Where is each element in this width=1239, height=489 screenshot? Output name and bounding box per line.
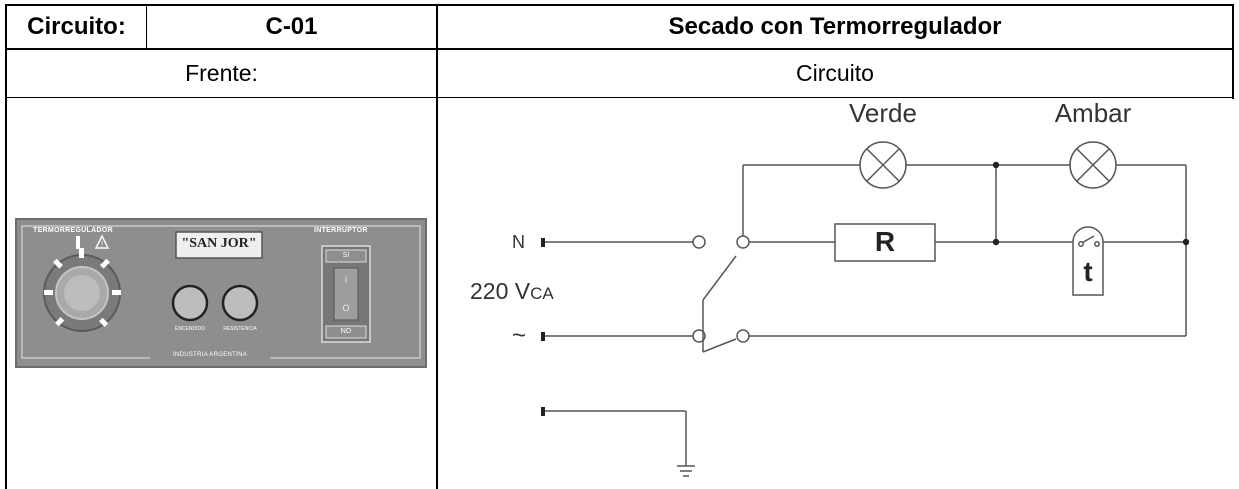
panel-footer-label: INDUSTRIA ARGENTINA	[172, 352, 248, 358]
phase-terminal-label: ~	[512, 322, 527, 349]
switch-mark-on: I	[344, 275, 348, 285]
resistor-label: R	[874, 226, 896, 257]
svg-text:!: !	[101, 240, 103, 249]
panel-switch-label: INTERRUPTOR	[314, 227, 368, 234]
thermostat-label: t	[1083, 256, 1093, 287]
supply-voltage-label: 220 VCA	[470, 278, 554, 305]
neutral-terminal-label: N	[512, 232, 525, 252]
supply-voltage-unit: CA	[530, 284, 554, 303]
panel-brand-text: "SAN JOR"	[181, 236, 257, 251]
thermostat-scale-marks	[44, 248, 121, 327]
panel-thermostat-label: TERMORREGULADOR	[33, 227, 113, 234]
pilot-lamp-encendido	[171, 284, 209, 322]
front-label: Frente:	[185, 60, 258, 86]
table-border-right	[1232, 4, 1234, 99]
lamp1-label: ENCENDIDO	[174, 326, 205, 332]
supply-voltage-value: 220 V	[470, 278, 531, 304]
switch-off-label: NO	[340, 328, 352, 335]
switch-on-label: SI	[342, 252, 350, 259]
page-title: Secado con Termorregulador	[668, 13, 1002, 40]
switch-mark-off: O	[342, 303, 350, 313]
thermostat-index-mark	[76, 236, 80, 249]
pilot-lamp-resistencia	[221, 284, 259, 322]
lamp2-label: RESISTENCIA	[223, 326, 257, 332]
circuit-label: Circuito:	[27, 13, 126, 40]
column-divider	[436, 4, 438, 489]
lamp-verde-label: Verde	[849, 98, 917, 128]
header-divider-1	[146, 4, 147, 50]
junction-dots	[992, 161, 1190, 246]
lamp-ambar-label: Ambar	[1054, 98, 1132, 128]
header-bottom-line	[5, 48, 1234, 50]
lamp-ambar-icon	[1069, 141, 1117, 189]
table-border-left	[5, 4, 7, 489]
warning-triangle-icon	[94, 234, 110, 249]
table-border-top	[5, 4, 1234, 6]
thermostat-knob	[43, 254, 121, 332]
circuit-code: C-01	[265, 13, 318, 40]
lamp-verde-icon	[859, 141, 907, 189]
circuit-section-label: Circuito	[796, 60, 874, 86]
subheader-bottom-line	[5, 97, 1234, 98]
ground-icon	[677, 465, 695, 477]
terminal-blocks	[541, 238, 545, 416]
